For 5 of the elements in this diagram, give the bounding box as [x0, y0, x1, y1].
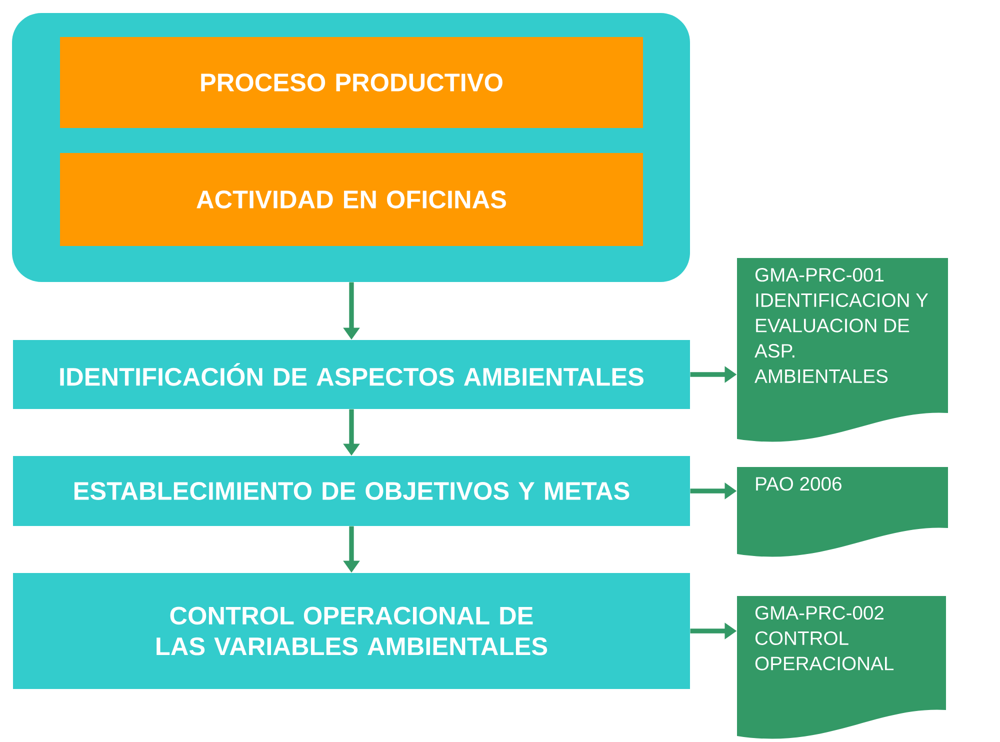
process-box: IDENTIFICACIÓN DE ASPECTOS AMBIENTALES	[13, 340, 690, 409]
process-box: CONTROL OPERACIONAL DE LAS VARIABLES AMBIENTALES	[13, 573, 690, 689]
process-box: ESTABLECIMIENTO DE OBJETIVOS Y METAS	[13, 456, 690, 526]
process-box: PROCESO PRODUCTIVO	[60, 37, 643, 128]
process-box: ACTIVIDAD EN OFICINAS	[60, 153, 643, 246]
